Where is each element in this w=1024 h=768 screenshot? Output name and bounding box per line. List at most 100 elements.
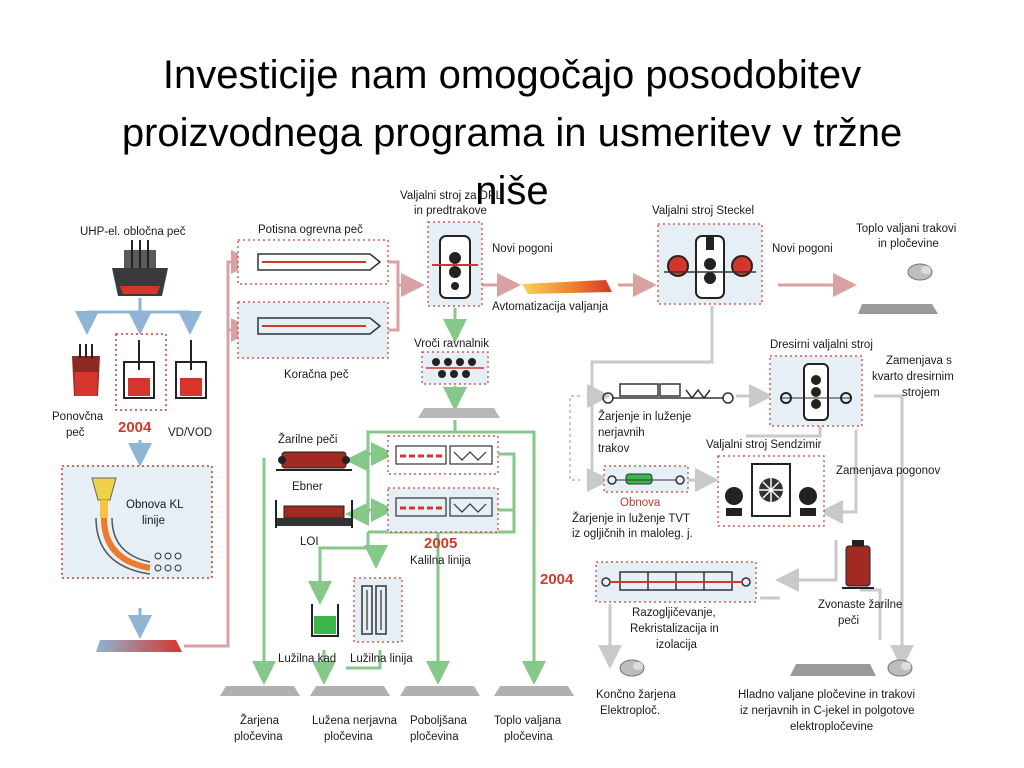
- coil-icon-bottom-left: [619, 659, 645, 677]
- zamenjava-pogonov: Zamenjava pogonov: [836, 465, 940, 477]
- vod-vessel: [175, 340, 207, 399]
- leveller-icon: [426, 358, 484, 378]
- dpl-label-1: Valjalni stroj za DPL: [400, 190, 503, 202]
- avtomatizacija-label: Avtomatizacija valjanja: [492, 301, 609, 313]
- bell-furnace-icon: [842, 540, 874, 589]
- out-1a: Žarjena: [240, 714, 280, 727]
- luzilna-linija-frame: [353, 577, 403, 643]
- uhp-furnace: [112, 240, 168, 296]
- year-2005: 2005: [424, 535, 457, 552]
- out-4a: Toplo valjana: [494, 715, 562, 727]
- zarilne-label: Žarilne peči: [278, 433, 337, 446]
- steckel-label: Valjalni stroj Steckel: [652, 205, 754, 217]
- kalilna-frame-1: [387, 435, 499, 475]
- zamenjava-2: kvarto dresirnim: [872, 371, 954, 383]
- ladle-furnace: [72, 344, 100, 396]
- plate-icon-bottom: [790, 664, 876, 676]
- tvt-line-icon: [607, 473, 685, 485]
- gray-network: [587, 306, 914, 669]
- toplo-trakovi-1: Toplo valjani trakovi: [856, 223, 956, 235]
- page-title: Investicije nam omogočajo posodobitev pr…: [121, 53, 903, 213]
- blue-arrows-top: [75, 298, 202, 335]
- year-2004-razog: 2004: [540, 571, 574, 588]
- out-2a: Lužena nerjavna: [312, 715, 398, 727]
- zar-luz-3: trakov: [598, 443, 630, 455]
- plate-icon-top: [858, 304, 938, 314]
- kl-box: [61, 465, 213, 579]
- decarb-line-icon: [601, 571, 751, 591]
- luzilna-kad-label: Lužilna kad: [278, 653, 336, 665]
- razog-2: Rekristalizacija in: [630, 623, 719, 635]
- output-plates: [220, 686, 574, 696]
- kalilna-line-icon-2: [395, 497, 493, 517]
- koracna-label: Koračna peč: [284, 369, 349, 381]
- tvt-label-1: Žarjenje in luženje TVT: [572, 512, 690, 525]
- year-2004-vd: 2004: [118, 419, 152, 436]
- hot-strip-icon: [522, 280, 612, 294]
- kalilna-frame-2: [387, 487, 499, 533]
- vroci-label: Vroči ravnalnik: [414, 338, 489, 350]
- obnova-kl-label-1: Obnova KL: [126, 499, 184, 511]
- hladno-3: elektropločevine: [790, 721, 873, 733]
- pink-route: [184, 250, 857, 648]
- plate-after-leveller: [418, 408, 500, 418]
- razog-1: Razogljičevanje,: [632, 607, 716, 619]
- dotted-return: [569, 395, 580, 481]
- ponovcna-label-2: peč: [66, 427, 85, 439]
- annealing-pickling-line-icon: [602, 383, 734, 404]
- dresirni-label: Dresirni valjalni stroj: [770, 339, 873, 351]
- out-3a: Poboljšana: [410, 715, 468, 727]
- hladno-2: iz nerjavnih in C-jekel in polgotove: [740, 705, 915, 717]
- out-4b: pločevina: [504, 731, 553, 743]
- koncno-2: Elektroploč.: [600, 705, 660, 717]
- dpl-mill-icon: [432, 235, 478, 299]
- vd-dotted-frame: [115, 333, 167, 411]
- potisna-label: Potisna ogrevna peč: [258, 224, 363, 236]
- pickling-line-icon: [361, 585, 387, 635]
- ebner-label: Ebner: [292, 481, 323, 493]
- zamenjava-3: strojem: [902, 387, 940, 399]
- hladno-1: Hladno valjane pločevine in trakovi: [738, 689, 915, 701]
- obnova-kl-label-2: linije: [142, 515, 165, 527]
- vdvod-label: VD/VOD: [168, 427, 212, 439]
- dpl-label-2: in predtrakove: [414, 205, 487, 217]
- zar-luz-1: Žarjenje in luženje: [598, 410, 691, 423]
- steckel-mill-icon: [664, 235, 756, 299]
- temper-mill-icon: [780, 363, 852, 421]
- loi-furnace: [275, 500, 353, 528]
- koracna-frame: [237, 301, 389, 359]
- novi-pogoni-1: Novi pogoni: [492, 243, 553, 255]
- sendzimir-label: Valjalni stroj Sendzimir: [706, 439, 822, 451]
- koncno-1: Končno žarjena: [596, 689, 677, 701]
- zamenjava-1: Zamenjava s: [886, 355, 952, 367]
- toplo-trakovi-2: in pločevine: [878, 238, 939, 250]
- potisna-furnace: [257, 253, 382, 271]
- vd-vessel: [123, 340, 155, 399]
- ebner-furnace: [276, 451, 352, 471]
- coil-icon-top: [907, 263, 933, 281]
- zvonaste-1: Zvonaste žarilne: [818, 599, 902, 611]
- slab-icon: [96, 640, 182, 652]
- tvt-label-2: iz ogljičnih in maloleg. j.: [572, 528, 693, 540]
- coil-icon-bottom-right: [887, 659, 913, 677]
- kalilna-label: Kalilna linija: [410, 555, 471, 567]
- koracna-furnace: [257, 317, 382, 335]
- zar-luz-2: nerjavnih: [598, 427, 645, 439]
- out-2b: pločevina: [324, 731, 373, 743]
- sendzimir-mill-icon: [725, 463, 817, 517]
- obnova-label: Obnova: [620, 497, 661, 509]
- continuous-caster: [91, 477, 182, 575]
- zvonaste-2: peči: [838, 615, 859, 627]
- luzilna-linija-label: Lužilna linija: [350, 653, 413, 665]
- pickling-tank: [311, 604, 339, 637]
- kalilna-line-icon-1: [395, 445, 493, 465]
- out-1b: pločevina: [234, 731, 283, 743]
- novi-pogoni-2: Novi pogoni: [772, 243, 833, 255]
- out-3b: pločevina: [410, 731, 459, 743]
- ponovcna-label-1: Ponovčna: [52, 411, 104, 423]
- razog-3: izolacija: [656, 639, 698, 651]
- uhp-label: UHP-el. obločna peč: [80, 226, 186, 238]
- green-network: [252, 420, 546, 685]
- loi-label: LOI: [300, 536, 319, 548]
